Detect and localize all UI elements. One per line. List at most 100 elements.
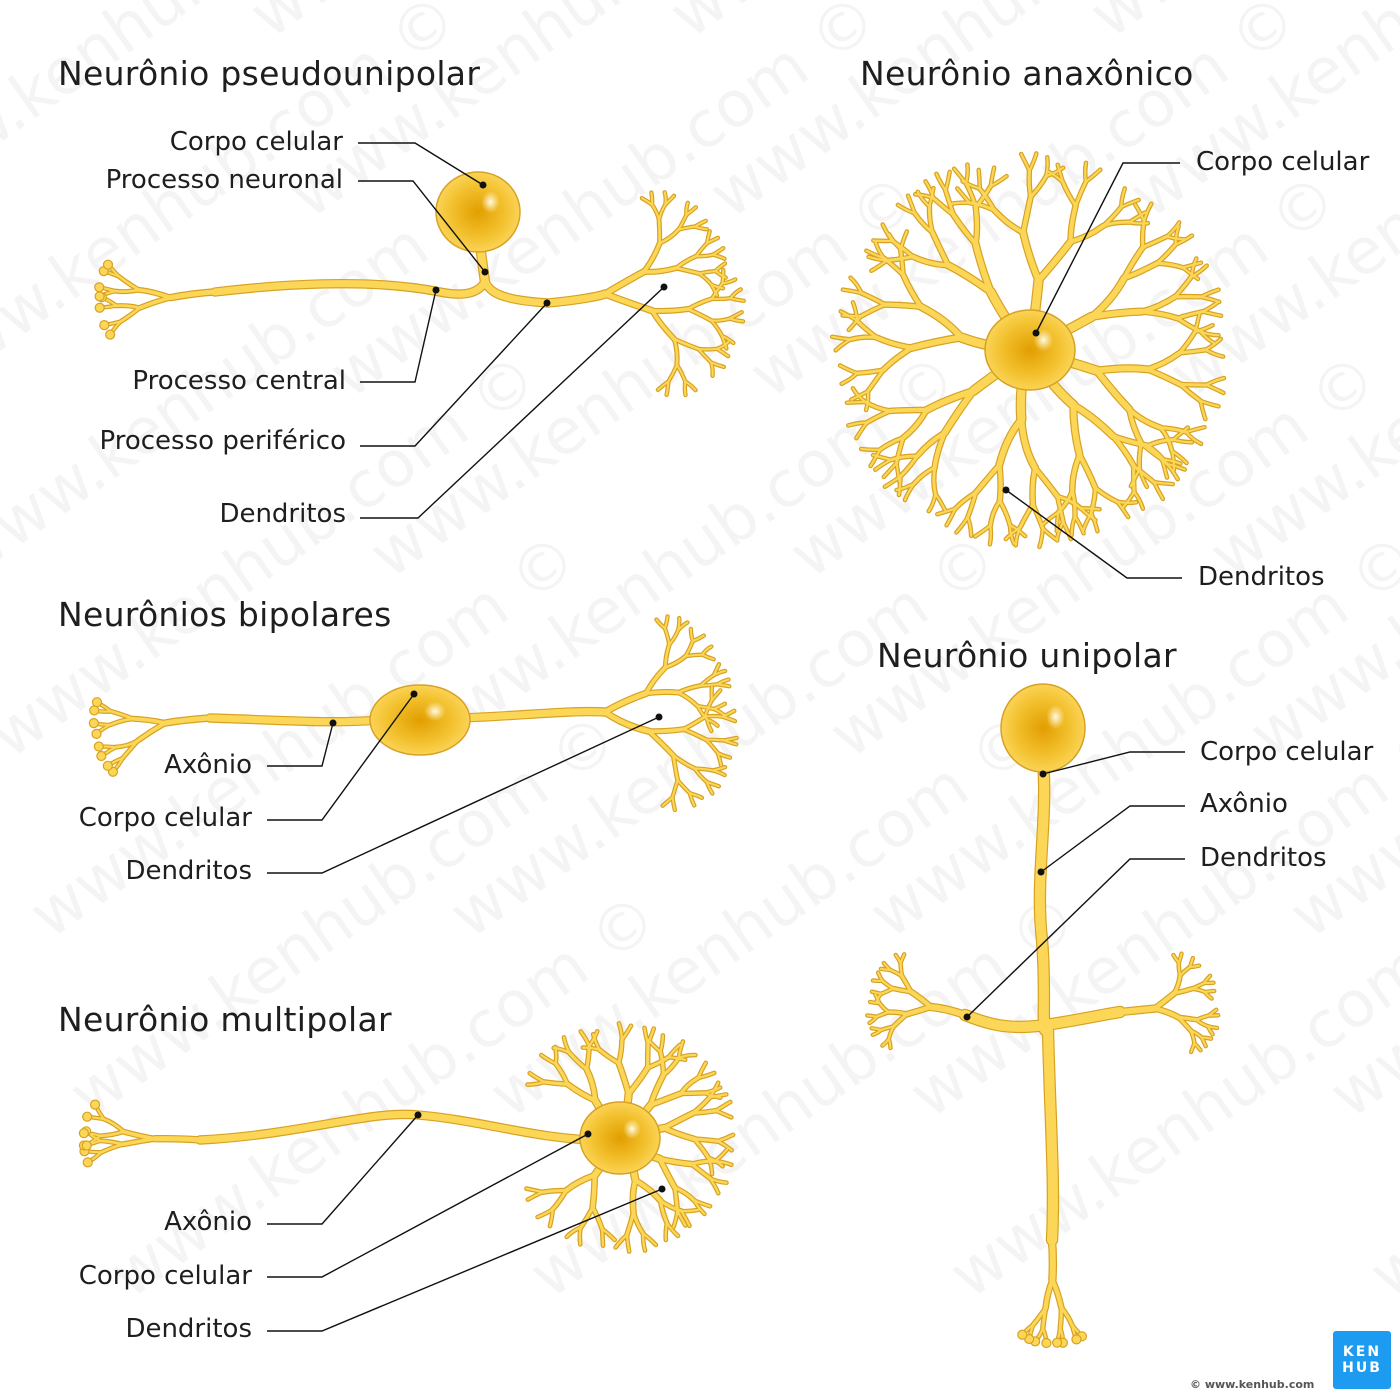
dendrite-branch [647,727,686,734]
dendrite-branch [650,191,654,206]
dendrite-branch [1082,512,1093,532]
dendrite-branch [677,213,688,231]
dendrite-branch [682,715,707,731]
cell-body [579,1101,661,1175]
dendrite-branch [659,1034,665,1054]
label-axonio: Axônio [1200,789,1288,819]
pointer-dot [1039,770,1047,778]
dendrite-branch [600,1227,605,1247]
dendrite-branch [706,718,713,732]
label-dendritos: Dendritos [1198,562,1325,592]
dendrite-branch [713,1160,733,1166]
dendrite-branch [894,436,905,465]
dendrite-branch [897,475,902,497]
label-processo-periferico: Processo periférico [99,426,346,456]
dendrite-branch [703,715,724,718]
dendrite-branch [882,461,898,478]
dendrite-branch [673,1186,696,1203]
dendrite-branch [686,297,714,311]
axon-terminal-bulb [91,728,102,739]
dendrite-branch [554,1062,569,1086]
dendrite-branch [908,334,965,351]
dendrite-branch [664,1222,669,1242]
dendrite-branch [997,462,1003,504]
dendrite-branch [602,269,647,297]
dendrite-branch [965,163,969,185]
dendrite-branch [626,1065,650,1096]
dendrite-branch [870,990,883,995]
dendrite-branch [1174,225,1180,246]
dendrite-branch [882,302,924,309]
dendrite-branch [658,203,667,221]
pointer-dot [432,286,440,294]
dendrite-branch [562,1036,571,1055]
dendrite-branch [1177,961,1182,977]
label-processo-central: Processo central [132,366,346,396]
dendrite-branch [693,767,714,772]
dendrite-branch [633,1178,663,1203]
leader-line [267,716,660,874]
dendrite-branch [1088,308,1145,320]
dendrite-branch [705,738,719,755]
dendrite-branch [901,273,924,309]
dendrite-branch [1203,991,1213,1000]
dendrite-branch [671,779,679,799]
leader-line [267,1114,419,1225]
dendrite-branch [167,289,218,301]
dendrite-branch [932,465,937,496]
dendrite-branch [109,710,135,721]
dendrite-branch [855,368,885,375]
dendrite-branch [899,454,919,478]
label-dendritos: Dendritos [125,856,252,886]
dendrite-branch [642,1232,647,1252]
dendrite-branch [1079,507,1101,511]
dendrite-branch [1199,399,1220,408]
pointer-dot [1037,868,1045,876]
dendrite-branch [710,319,723,337]
dendrite-branch [1035,238,1074,284]
leader-line [966,858,1185,1018]
dendrite-branch [1120,198,1140,208]
dendrite-branch [1056,494,1065,524]
dendrite-branch [859,303,887,318]
cell-body [984,309,1076,391]
dendrite-branch [973,462,1002,495]
dendrite-branch [98,1139,125,1146]
dendrite-branch [554,1045,558,1065]
dendrite-branch [686,307,713,322]
dendrite-branch [694,225,708,231]
dendrite-branch [716,683,731,688]
dendrite-branch [114,739,140,749]
dendrite-branch [944,188,956,217]
dendrite-branch [721,268,725,285]
label-corpo-celular: Corpo celular [1200,737,1374,767]
dendrite-branch [102,1117,125,1133]
dendrite-branch [1084,168,1102,183]
dendrite-branch [1152,990,1177,1011]
dendrite-branch [1195,1018,1209,1028]
dendrite-branch [692,1137,720,1143]
dendrite-branch [710,283,718,297]
dendrite-branch [691,634,705,642]
dendrite-branch [899,961,903,978]
dendrite-branch [721,715,736,723]
leader-line [358,142,484,186]
dendrite-branch [855,319,879,340]
dendrite-branch [840,372,859,385]
dendrite-branch [847,421,869,427]
dendrite-branch [1110,434,1136,468]
dendrite-branch [881,979,895,990]
dendrite-branch [1193,324,1214,333]
axon-terminal-bulb [1041,1337,1052,1349]
dendrite-branch [697,272,713,286]
dendrite-branch [551,1188,568,1212]
dendrite-branch [1152,481,1164,500]
dendrite-branch [964,181,978,210]
dendrite-branch [977,168,981,190]
dendrite-branch [935,172,947,192]
dendrite-branch [663,627,671,646]
dendrite-branch [1004,525,1022,541]
soma-highlight [1046,704,1065,730]
dendrite-branch [712,707,726,717]
